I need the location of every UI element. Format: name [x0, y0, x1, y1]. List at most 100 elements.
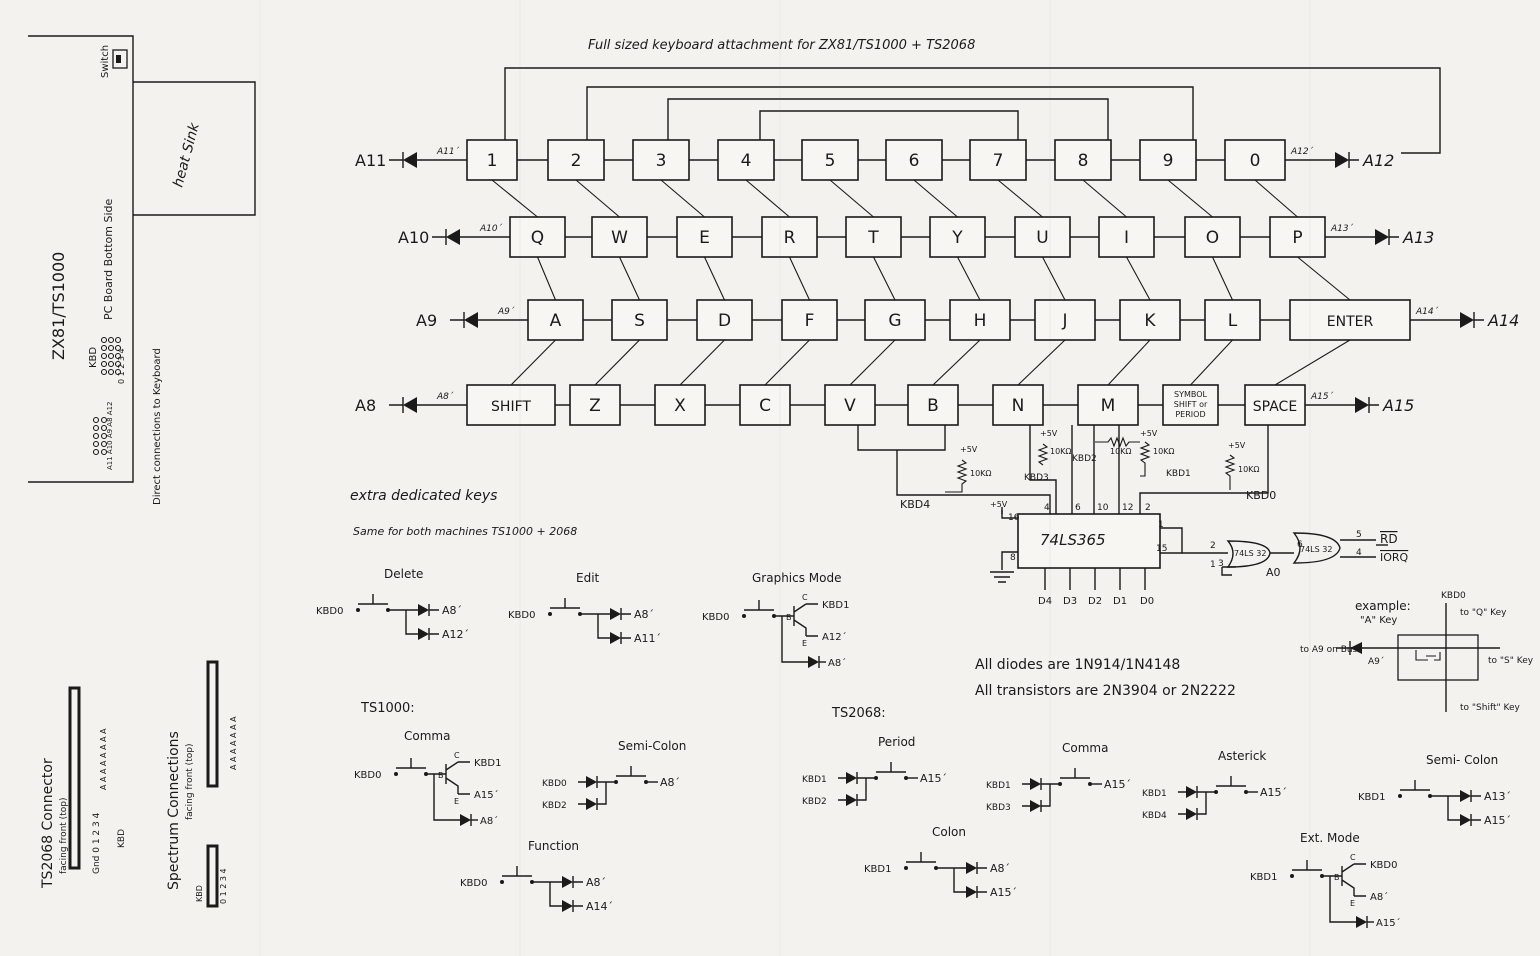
- key-cap[interactable]: [1224, 139, 1286, 181]
- key-cap[interactable]: [885, 139, 943, 181]
- key-b[interactable]: B: [907, 384, 959, 426]
- key-0[interactable]: 0: [1224, 139, 1286, 181]
- key-cap[interactable]: [824, 384, 876, 426]
- key-u[interactable]: U: [1014, 216, 1071, 258]
- key-e[interactable]: E: [676, 216, 733, 258]
- key-z[interactable]: Z: [569, 384, 621, 426]
- key-cap[interactable]: [992, 384, 1044, 426]
- key-6[interactable]: 6: [885, 139, 943, 181]
- key-label: 2: [571, 151, 582, 171]
- plus5v-1: +5V: [960, 445, 978, 454]
- key-cap[interactable]: [527, 299, 584, 341]
- key-cap[interactable]: [466, 384, 556, 426]
- key-v[interactable]: V: [824, 384, 876, 426]
- key-m[interactable]: M: [1077, 384, 1139, 426]
- key-cap[interactable]: [1244, 384, 1306, 426]
- key-label: B: [927, 396, 939, 416]
- chip-pin-10: 10: [1097, 503, 1109, 513]
- circuit-output: KBD0: [1370, 860, 1397, 871]
- chip-out-d2: D2: [1088, 596, 1102, 607]
- key-3[interactable]: 3: [632, 139, 690, 181]
- key-cap[interactable]: [1139, 139, 1197, 181]
- key-q[interactable]: Q: [509, 216, 566, 258]
- key-cap[interactable]: [781, 299, 838, 341]
- key-f[interactable]: F: [781, 299, 838, 341]
- key-space[interactable]: SPACE: [1244, 384, 1306, 426]
- key-cap[interactable]: [591, 216, 648, 258]
- key-cap[interactable]: [761, 216, 818, 258]
- key-cap[interactable]: [1119, 299, 1181, 341]
- key-w[interactable]: W: [591, 216, 648, 258]
- key-cap[interactable]: [1054, 139, 1112, 181]
- key-a[interactable]: A: [527, 299, 584, 341]
- row-left-label: A11: [355, 151, 386, 170]
- key-cap[interactable]: [654, 384, 706, 426]
- key-7[interactable]: 7: [969, 139, 1027, 181]
- column-wire: [789, 256, 810, 301]
- key-shift[interactable]: SHIFT: [466, 384, 556, 426]
- circuit-title: Graphics Mode: [752, 571, 842, 585]
- circuit-output: A15´: [1260, 786, 1287, 799]
- circuit-output: KBD1: [474, 758, 501, 769]
- circuit-input: KBD0: [316, 606, 343, 617]
- key-l[interactable]: L: [1204, 299, 1261, 341]
- key-p[interactable]: P: [1269, 216, 1326, 258]
- key-cap[interactable]: [1014, 216, 1071, 258]
- kbd4-label: KBD4: [900, 498, 930, 511]
- key-t[interactable]: T: [845, 216, 902, 258]
- key-x[interactable]: X: [654, 384, 706, 426]
- key-g[interactable]: G: [864, 299, 926, 341]
- key-8[interactable]: 8: [1054, 139, 1112, 181]
- key-1[interactable]: 1: [466, 139, 518, 181]
- circuit-output: A15´: [920, 772, 947, 785]
- key-cap[interactable]: [1289, 299, 1411, 341]
- key-c[interactable]: C: [739, 384, 791, 426]
- key-o[interactable]: O: [1184, 216, 1241, 258]
- pcb-direct-label: Direct connections to Keyboard: [152, 348, 163, 505]
- key-label: O: [1206, 228, 1219, 248]
- key-cap[interactable]: [845, 216, 902, 258]
- chip-out-d4: D4: [1038, 596, 1052, 607]
- column-wire: [660, 179, 705, 218]
- diode-icon: [1460, 814, 1471, 826]
- key-s[interactable]: S: [611, 299, 668, 341]
- key-4[interactable]: 4: [717, 139, 775, 181]
- row-right-prime: A15´: [1310, 391, 1334, 402]
- key-cap[interactable]: [547, 139, 605, 181]
- key-cap[interactable]: [969, 139, 1027, 181]
- row-diode-icon: [464, 312, 478, 328]
- circuit-title: Comma: [1062, 741, 1108, 755]
- key-5[interactable]: 5: [801, 139, 859, 181]
- example-right-to: to "S" Key: [1488, 656, 1534, 666]
- extra-keys-title: extra dedicated keys: [350, 488, 497, 504]
- chip-out-d1: D1: [1113, 596, 1127, 607]
- key-d[interactable]: D: [696, 299, 753, 341]
- key-label: I: [1124, 228, 1129, 248]
- connectors: TS2068 Connector facing front (top) Gnd …: [40, 660, 238, 908]
- key-n[interactable]: N: [992, 384, 1044, 426]
- circuit-output: A14´: [586, 900, 613, 913]
- switch-icon[interactable]: [112, 49, 128, 69]
- key-cap[interactable]: [801, 139, 859, 181]
- key-i[interactable]: I: [1098, 216, 1155, 258]
- key-cap[interactable]: [864, 299, 926, 341]
- key-label: F: [805, 311, 815, 331]
- key-r[interactable]: R: [761, 216, 818, 258]
- key-h[interactable]: H: [949, 299, 1011, 341]
- column-wire: [1042, 256, 1066, 301]
- key-k[interactable]: K: [1119, 299, 1181, 341]
- key-j[interactable]: J: [1034, 299, 1096, 341]
- key-label: X: [674, 396, 686, 416]
- key-9[interactable]: 9: [1139, 139, 1197, 181]
- key-cap[interactable]: [1098, 216, 1155, 258]
- key-cap[interactable]: [739, 384, 791, 426]
- key-2[interactable]: 2: [547, 139, 605, 181]
- key-enter[interactable]: ENTER: [1289, 299, 1411, 341]
- key-y[interactable]: Y: [929, 216, 986, 258]
- diode-icon: [562, 900, 573, 912]
- key-cap[interactable]: [1034, 299, 1096, 341]
- circuit-input: KBD0: [460, 878, 487, 889]
